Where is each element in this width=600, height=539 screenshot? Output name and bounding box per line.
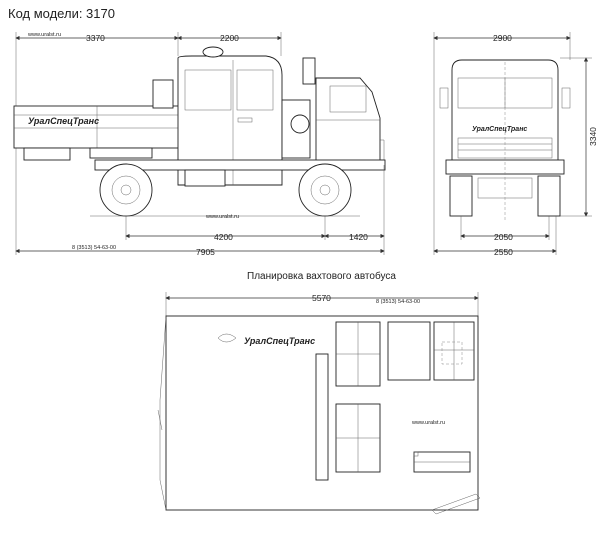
- roof-hatch: [202, 46, 224, 58]
- front-wheel: [298, 163, 352, 217]
- table-left: [315, 353, 329, 481]
- dim-plan-length: 5570: [312, 293, 331, 303]
- brand-logo-icon: [217, 333, 237, 343]
- fuel-tank: [184, 169, 226, 187]
- chassis-frame: [94, 159, 386, 171]
- side-door: [431, 493, 481, 515]
- dim-front-overhang: 1420: [349, 232, 368, 242]
- front-cab-face: [451, 59, 559, 173]
- mirror-right: [561, 87, 571, 109]
- crew-cab-window-rear: [184, 69, 232, 111]
- dim-rear-overhang: 3370: [86, 33, 105, 43]
- dim-height: 3340: [588, 127, 598, 146]
- front-view: 2900 3340 УралСпецТранс 2050 2550: [433, 32, 598, 257]
- dim-top-width: 2900: [493, 33, 512, 43]
- rear-door-line: [159, 315, 167, 511]
- mirror-left: [439, 87, 449, 109]
- plan-brand-logo-text: УралСпецТранс: [244, 336, 315, 346]
- crew-cab-window-front: [236, 69, 274, 111]
- side-brand-logo-text: УралСпецТранс: [28, 116, 99, 126]
- table-center: [387, 321, 431, 381]
- exhaust-stack: [302, 57, 316, 85]
- dim-total-width: 2550: [494, 247, 513, 257]
- side-site-top: www.uralst.ru: [27, 32, 61, 38]
- side-phone: 8 (3513) 54-63-00: [72, 245, 116, 251]
- front-tire-left: [449, 175, 473, 217]
- plan-site: www.uralst.ru: [411, 420, 445, 426]
- side-view: www.uralst.ru 3370 2200 УралСпецТранс: [13, 32, 386, 257]
- dim-cab-length: 2200: [220, 33, 239, 43]
- front-brand-logo-text: УралСпецТранс: [472, 126, 527, 133]
- dim-track: 2050: [494, 232, 513, 242]
- model-code: Код модели: 3170: [8, 6, 115, 21]
- crew-cab: [177, 55, 283, 186]
- dim-total-length: 7905: [196, 247, 215, 257]
- front-cab-window: [329, 85, 367, 113]
- side-tank: [152, 79, 174, 109]
- front-tire-right: [537, 175, 561, 217]
- plan-title: Планировка вахтового автобуса: [247, 270, 396, 282]
- heater-outline: [441, 341, 463, 365]
- plan-view: Планировка вахтового автобуса 5570 8 (35…: [157, 270, 481, 515]
- side-site-bottom: www.uralst.ru: [205, 214, 239, 220]
- rear-wheel: [99, 163, 153, 217]
- spare-wheel: [290, 114, 310, 134]
- plan-phone: 8 (3513) 54-63-00: [376, 299, 420, 305]
- dim-wheelbase: 4200: [214, 232, 233, 242]
